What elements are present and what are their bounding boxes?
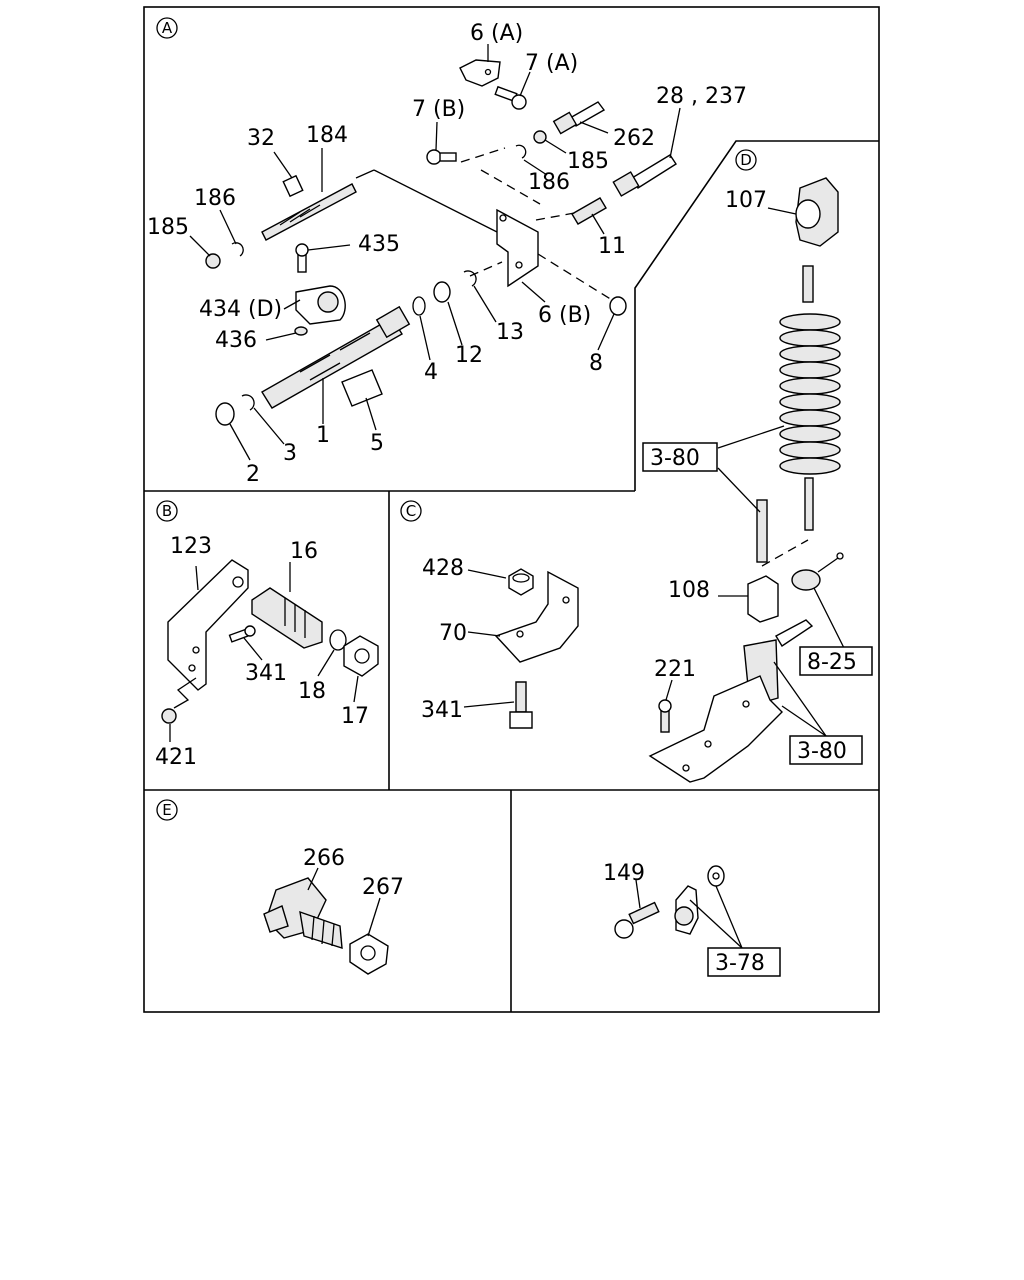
diagram-frames: [143, 6, 880, 1013]
section-marker-c: C: [400, 500, 422, 522]
label-262: 262: [613, 126, 655, 151]
ref-box-3-78: 3-78: [707, 947, 781, 977]
label-4: 4: [424, 360, 438, 385]
label-185: 185: [147, 215, 189, 240]
bracket-6a-shape: [459, 59, 501, 87]
section-c-letter: C: [406, 502, 416, 520]
label-17: 17: [341, 704, 369, 729]
label-107: 107: [725, 188, 767, 213]
label-13: 13: [496, 320, 524, 345]
section-e-drawing: [263, 865, 743, 975]
label-123: 123: [170, 534, 212, 559]
section-marker-d: D: [735, 149, 757, 171]
label-11: 11: [598, 234, 626, 259]
coil-hose-shape: [779, 313, 841, 475]
svg-text:8-25: 8-25: [807, 650, 857, 675]
section-b-labels: 123 16 341 18 17 421: [155, 534, 369, 770]
svg-text:3-80: 3-80: [797, 739, 847, 764]
svg-text:3-80: 3-80: [650, 446, 700, 471]
ref-box-3-80-lower: 3-80: [789, 735, 863, 765]
bracket-70-shape: [494, 570, 579, 663]
svg-text:3-78: 3-78: [715, 951, 765, 976]
label-436: 436: [215, 328, 257, 353]
label-6b: 6 (B): [538, 303, 591, 328]
label-421: 421: [155, 745, 197, 770]
label-186: 186: [194, 186, 236, 211]
label-435: 435: [358, 232, 400, 257]
label-341c: 341: [421, 698, 463, 723]
label-186-top: 186: [528, 170, 570, 195]
base-plate-shape: [648, 675, 783, 783]
bracket-6b-shape: [496, 208, 539, 288]
label-32: 32: [247, 126, 275, 151]
section-a-labels: 6 (A) 7 (A) 7 (B) 28 , 237 32 184 262 18…: [147, 21, 747, 487]
ref-box-3-80-upper: 3-80: [642, 442, 718, 472]
valve-108-shape: [747, 575, 779, 623]
label-7a: 7 (A): [525, 51, 578, 76]
label-3: 3: [283, 441, 297, 466]
section-a-letter: A: [162, 19, 173, 37]
label-108: 108: [668, 578, 710, 603]
section-e-letter: E: [162, 801, 171, 819]
section-marker-a: A: [156, 17, 178, 39]
label-12: 12: [455, 343, 483, 368]
label-434d: 434 (D): [199, 297, 282, 322]
section-b-drawing: [161, 559, 379, 742]
section-marker-e: E: [156, 799, 178, 821]
label-7b: 7 (B): [412, 97, 465, 122]
section-b-letter: B: [162, 502, 172, 520]
label-1: 1: [316, 423, 330, 448]
label-5: 5: [370, 431, 384, 456]
section-c-labels: 428 70 341: [421, 556, 467, 723]
label-267: 267: [362, 875, 404, 900]
label-28-237: 28 , 237: [656, 84, 747, 109]
section-a-drawing: [189, 44, 681, 461]
label-428: 428: [422, 556, 464, 581]
section-c-drawing: [463, 568, 579, 729]
label-2: 2: [246, 462, 260, 487]
section-d-labels: 107 108 221 3-80 8-25 3-80: [642, 188, 873, 765]
label-16: 16: [290, 539, 318, 564]
label-266: 266: [303, 846, 345, 871]
section-e-labels: 266 267 149 3-78: [303, 846, 781, 977]
label-341b: 341: [245, 661, 287, 686]
section-d-drawing: [648, 177, 845, 783]
label-184: 184: [306, 123, 348, 148]
bracket-123-shape: [167, 559, 249, 691]
label-8: 8: [589, 351, 603, 376]
pipe-28-shape: [631, 154, 677, 189]
label-185-top: 185: [567, 149, 609, 174]
ref-box-8-25: 8-25: [799, 646, 873, 676]
label-6a: 6 (A): [470, 21, 523, 46]
label-70: 70: [439, 621, 467, 646]
section-marker-b: B: [156, 500, 178, 522]
label-149: 149: [603, 861, 645, 886]
label-18: 18: [298, 679, 326, 704]
hose-1-shape: [261, 317, 403, 409]
label-221: 221: [654, 657, 696, 682]
union-16-shape: [251, 587, 323, 649]
section-d-letter: D: [740, 151, 752, 169]
